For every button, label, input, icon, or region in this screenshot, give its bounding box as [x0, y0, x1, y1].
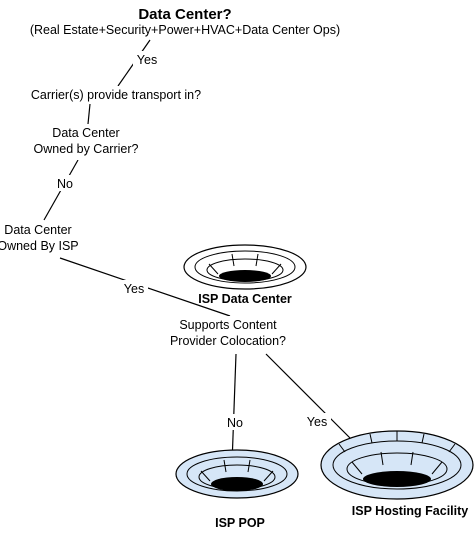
isp-hosting-facility-icon — [320, 430, 474, 500]
edge-label-colocation-to-hosting: Yes — [307, 415, 327, 429]
isp-hosting-facility-label: ISP Hosting Facility — [352, 504, 469, 518]
node-carrier-transport: Carrier(s) provide transport in? — [31, 88, 201, 102]
node-supports-colocation-line1: Supports Content — [179, 318, 277, 332]
isp-pop-icon — [175, 449, 299, 499]
node-supports-colocation-line2: Provider Colocation? — [170, 334, 286, 348]
node-owned-by-isp-line2: Owned By ISP — [0, 239, 79, 253]
edge-label-isp-to-colocation: Yes — [124, 282, 144, 296]
isp-data-center-icon — [183, 244, 307, 290]
node-owned-by-carrier-line2: Owned by Carrier? — [34, 142, 139, 156]
edge-label-colocation-to-pop: No — [227, 416, 243, 430]
diagram-subtitle: (Real Estate+Security+Power+HVAC+Data Ce… — [30, 23, 340, 37]
edge-carrier-to-owned-by-carrier — [87, 103, 91, 125]
diagram-title: Data Center? — [138, 6, 231, 23]
edge-label-title-to-carrier: Yes — [137, 53, 157, 67]
edge-colocation-to-hosting — [265, 353, 357, 445]
node-owned-by-isp-line1: Data Center — [4, 223, 71, 237]
node-owned-by-carrier-line1: Data Center — [52, 126, 119, 140]
edge-colocation-to-pop — [231, 353, 237, 465]
isp-data-center-label: ISP Data Center — [198, 292, 292, 306]
edge-label-carrier-to-isp: No — [57, 177, 73, 191]
isp-pop-label: ISP POP — [215, 516, 265, 530]
